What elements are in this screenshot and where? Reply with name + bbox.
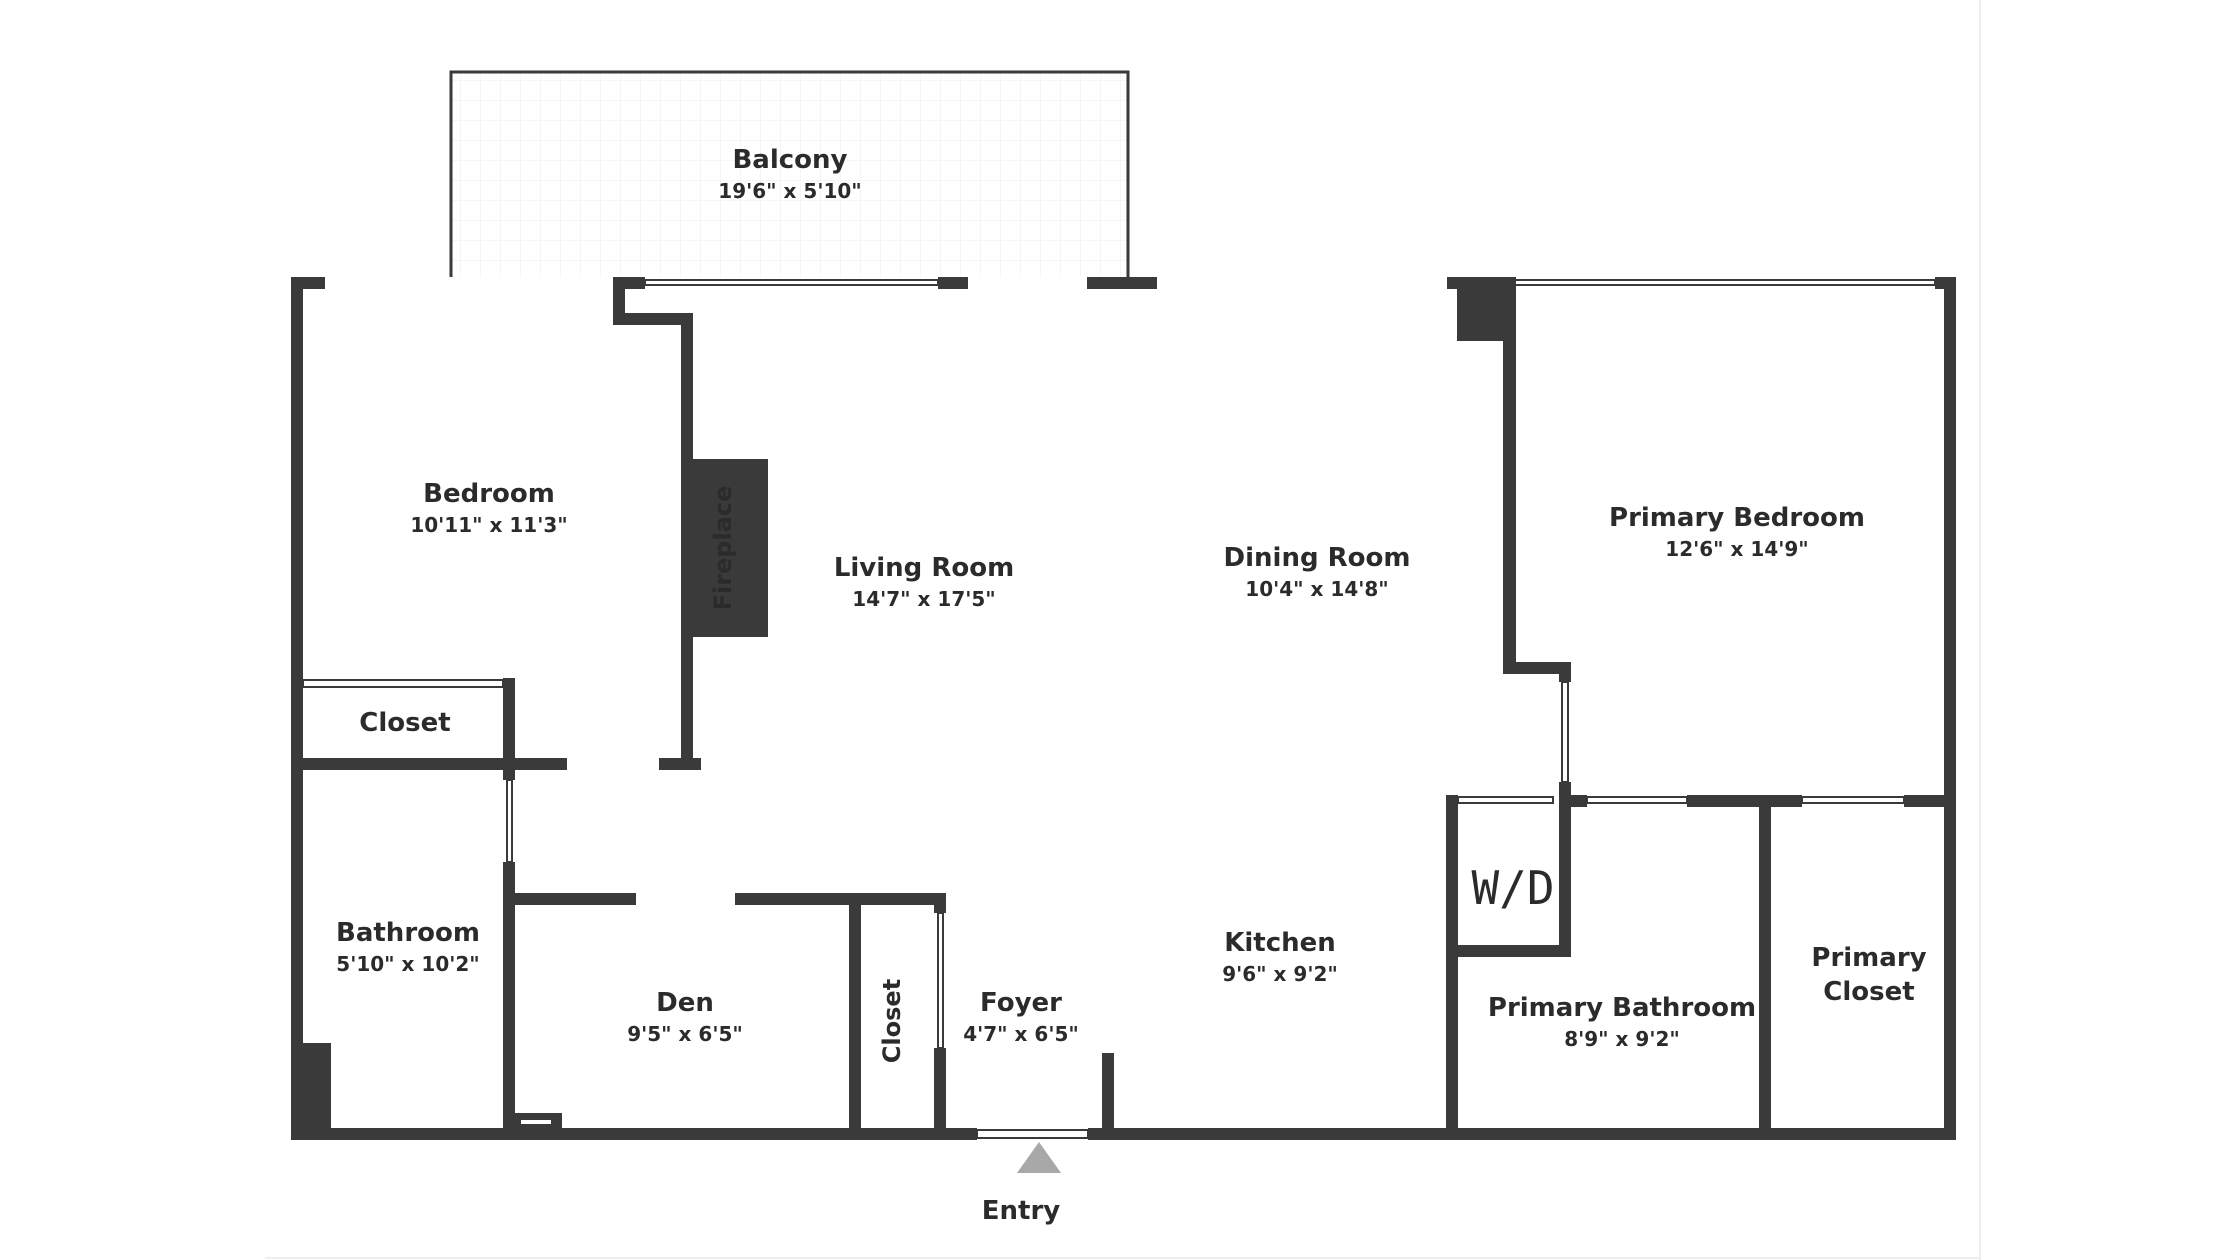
primary-closet-name-line1: Primary bbox=[1811, 943, 1926, 973]
balcony-dims: 19'6" x 5'10" bbox=[718, 179, 861, 203]
entry-label: Entry bbox=[982, 1196, 1061, 1226]
kitchen-dims: 9'6" x 9'2" bbox=[1222, 962, 1338, 986]
dining-room-name: Dining Room bbox=[1224, 543, 1411, 573]
walls bbox=[291, 277, 1956, 1140]
primary-closet-name-line2: Closet bbox=[1823, 977, 1914, 1007]
foyer-dims: 4'7" x 6'5" bbox=[963, 1022, 1079, 1046]
washer-dryer-label: W/D bbox=[1471, 861, 1554, 915]
bedroom-dims: 10'11" x 11'3" bbox=[410, 513, 567, 537]
balcony-name: Balcony bbox=[732, 145, 847, 175]
primary-bathroom-name: Primary Bathroom bbox=[1488, 993, 1756, 1023]
bathroom-name: Bathroom bbox=[336, 918, 480, 948]
foyer-closet-name: Closet bbox=[878, 979, 906, 1063]
kitchen-name: Kitchen bbox=[1224, 928, 1336, 958]
balcony bbox=[449, 70, 1130, 277]
bedroom-closet-name: Closet bbox=[359, 708, 450, 738]
foyer-name: Foyer bbox=[980, 988, 1062, 1018]
primary-bathroom-dims: 8'9" x 9'2" bbox=[1564, 1027, 1680, 1051]
entry-arrow-icon bbox=[1017, 1142, 1061, 1173]
primary-bedroom-dims: 12'6" x 14'9" bbox=[1665, 537, 1808, 561]
primary-bedroom-name: Primary Bedroom bbox=[1609, 503, 1865, 533]
den-dims: 9'5" x 6'5" bbox=[627, 1022, 743, 1046]
living-room-dims: 14'7" x 17'5" bbox=[852, 587, 995, 611]
room-labels: Balcony 19'6" x 5'10" Bedroom 10'11" x 1… bbox=[336, 145, 1927, 1226]
den-name: Den bbox=[656, 988, 714, 1018]
bedroom-name: Bedroom bbox=[423, 479, 555, 509]
dining-room-dims: 10'4" x 14'8" bbox=[1245, 577, 1388, 601]
fireplace-label: Fireplace bbox=[709, 486, 737, 611]
living-room-name: Living Room bbox=[834, 553, 1014, 583]
bathroom-dims: 5'10" x 10'2" bbox=[336, 952, 479, 976]
